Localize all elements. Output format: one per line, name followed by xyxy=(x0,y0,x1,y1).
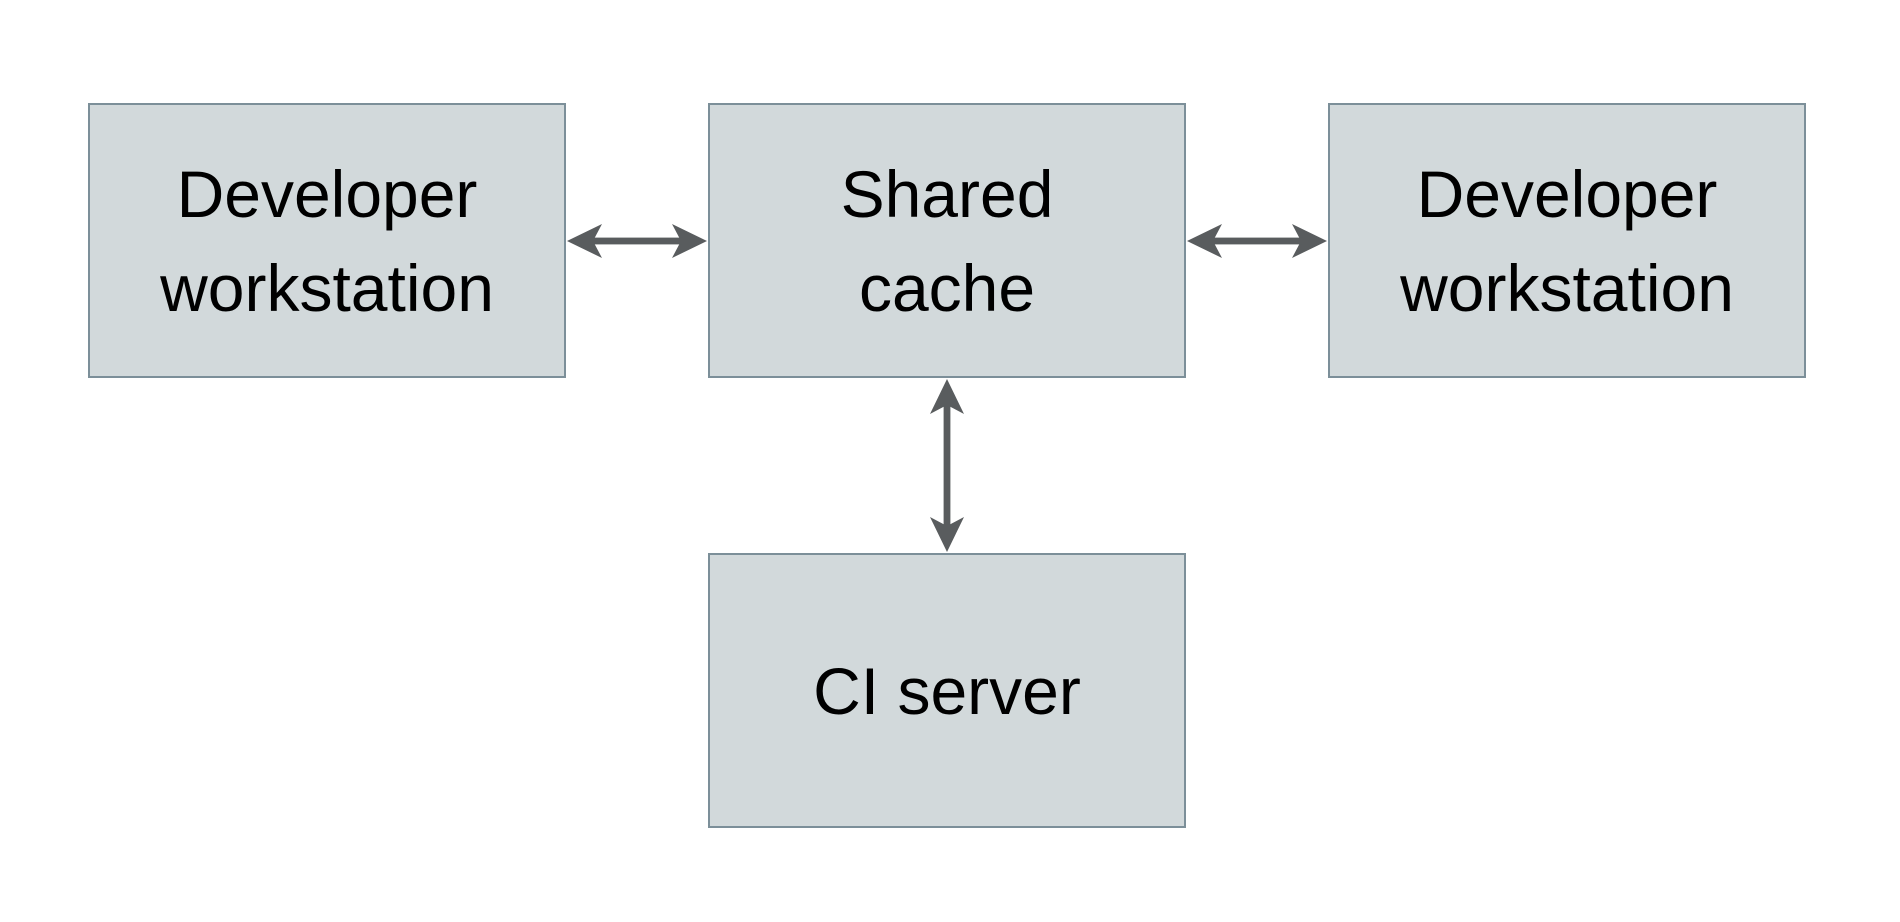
node-label-line: Shared xyxy=(840,156,1054,231)
node-label-line: workstation xyxy=(1400,250,1734,325)
bidirectional-arrow-icon xyxy=(1186,219,1328,263)
bidirectional-arrow-icon xyxy=(925,378,969,553)
bidirectional-arrow-icon xyxy=(566,219,708,263)
node-label-line: Developer xyxy=(1416,156,1718,231)
node-shared-cache: Shared cache xyxy=(708,103,1186,378)
node-ci-server: CI server xyxy=(708,553,1186,828)
node-label-line: Developer xyxy=(176,156,478,231)
node-developer-workstation-right: Developer workstation xyxy=(1328,103,1806,378)
node-developer-workstation-left: Developer workstation xyxy=(88,103,566,378)
node-label-line: workstation xyxy=(160,250,494,325)
node-label-line: cache xyxy=(858,250,1036,325)
node-label-line: CI server xyxy=(813,653,1081,728)
